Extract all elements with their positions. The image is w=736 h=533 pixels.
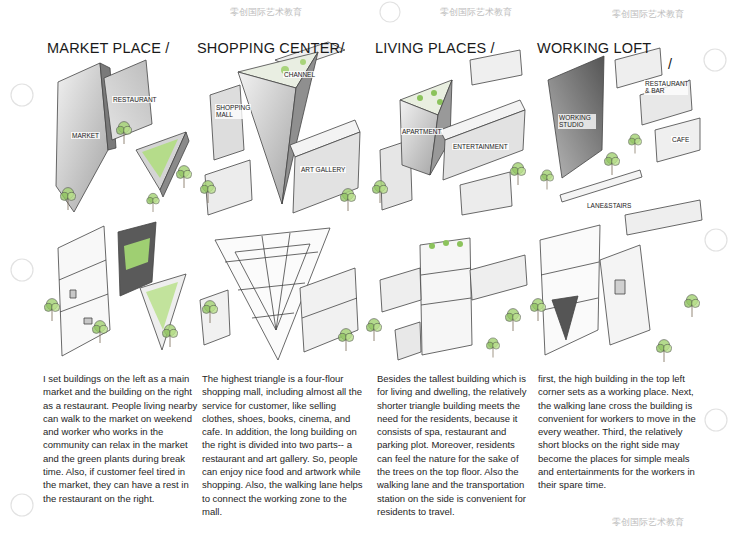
function-label: CAFE [671, 136, 690, 143]
watermark: 零创国际艺术教育 [612, 8, 684, 21]
function-label: ENTERTAINMENT [452, 143, 509, 150]
function-label: RESTAURANT & BAR [644, 80, 688, 95]
function-label: SHOPPING MALL [215, 104, 251, 119]
description-paragraph: I set buildings on the left as a main ma… [43, 372, 198, 505]
function-label: MARKET [71, 132, 100, 139]
function-label: LANE&STAIRS [586, 202, 632, 209]
column-heading: SHOPPING CENTER/ [197, 40, 344, 56]
column-heading: WORKING LOFT [537, 40, 651, 56]
market-place-sketch [44, 60, 191, 356]
function-label: ART GALLERY [300, 166, 346, 173]
function-label: CHANNEL [283, 71, 316, 78]
function-label: RESTAURANT [112, 96, 158, 103]
heading-slash: / [668, 56, 672, 72]
watermark: 零创国际艺术教育 [612, 516, 684, 529]
watermark: 零创国际艺术教育 [230, 6, 302, 19]
description-paragraph: Besides the tallest building which is fo… [377, 372, 532, 518]
function-label: APARTMENT [401, 128, 443, 135]
watermark-logos [11, 2, 727, 516]
column-heading: LIVING PLACES / [375, 40, 495, 56]
column-heading: MARKET PLACE / [47, 40, 170, 56]
living-places-sketch [366, 50, 527, 360]
working-loft-sketch [530, 48, 702, 362]
function-label: WORKING STUDIO [558, 114, 596, 129]
description-paragraph: The highest triangle is a four-flour sho… [202, 372, 367, 518]
description-paragraph: first, the high building in the top left… [538, 372, 703, 492]
watermark: 零创国际艺术教育 [440, 6, 512, 19]
shopping-center-sketch [200, 42, 360, 360]
